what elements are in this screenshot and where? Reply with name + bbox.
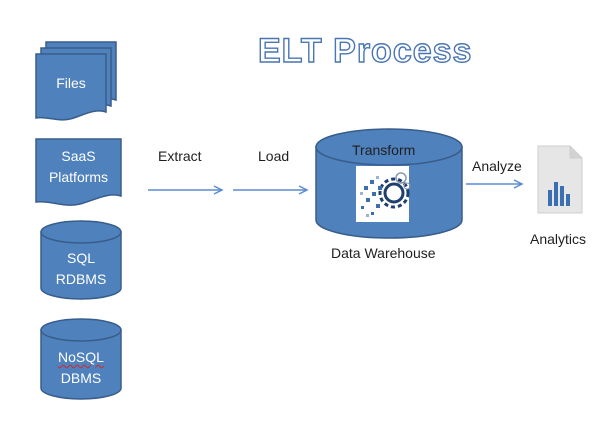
page-title: ELT Process	[257, 31, 473, 70]
sql-label-box: SQL RDBMS	[41, 246, 121, 292]
sql-label-line1: SQL	[66, 250, 95, 266]
load-arrow	[233, 185, 309, 195]
extract-label: Extract	[158, 148, 202, 164]
analytics-label: Analytics	[530, 231, 587, 247]
sql-label-line2: RDBMS	[55, 271, 107, 287]
analyze-arrow	[466, 179, 524, 189]
saas-label-box: SaaS Platforms	[36, 144, 121, 190]
transform-label: Transform	[352, 142, 416, 158]
analytics-document-icon	[537, 145, 583, 214]
analyze-label: Analyze	[472, 158, 522, 174]
extract-arrow	[148, 185, 224, 195]
saas-label-line1: SaaS	[61, 148, 96, 164]
files-stack-shape	[35, 41, 117, 121]
files-label: Files	[56, 74, 86, 91]
saas-label-line2: Platforms	[48, 169, 109, 185]
nosql-label-line1: NoSQL	[58, 349, 104, 365]
transform-gear-icon	[356, 166, 411, 222]
files-label-box: Files	[36, 70, 106, 96]
saas-document-shape	[35, 138, 122, 206]
nosql-cylinder-shape	[40, 318, 122, 400]
load-label: Load	[258, 148, 290, 164]
nosql-label-box: NoSQL DBMS	[41, 344, 121, 392]
sql-cylinder-shape	[40, 220, 122, 300]
nosql-label-line2: DBMS	[60, 370, 102, 386]
data-warehouse-label: Data Warehouse	[331, 245, 436, 261]
